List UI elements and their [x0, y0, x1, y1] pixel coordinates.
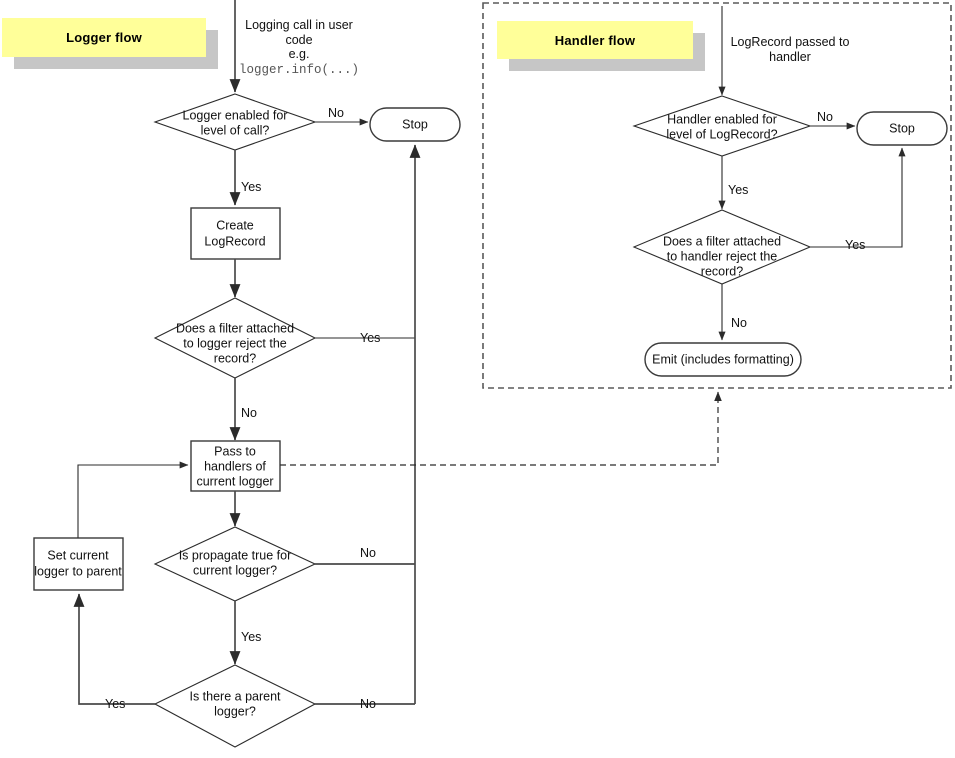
handler-flow-title-label: Handler flow	[554, 32, 636, 48]
edge-label-logger-enabled-no: No	[328, 106, 344, 120]
edge-label-handler-filter-no: No	[731, 316, 747, 330]
node-has-parent-line1: Is there a parent	[189, 689, 281, 703]
node-pass-to-handlers-line2: handlers of	[204, 459, 266, 473]
node-logger-filter-line1: Does a filter attached	[176, 321, 294, 335]
logger-entry-caption-line1: Logging call in user	[245, 18, 353, 32]
node-pass-to-handlers-line3: current logger	[196, 474, 273, 488]
node-logger-filter-line2: to logger reject the	[183, 336, 287, 350]
node-logger-enabled-line1: Logger enabled for	[183, 108, 288, 122]
logger-flow-title: Logger flow	[2, 18, 206, 57]
node-create-logrecord[interactable]	[190, 207, 281, 260]
handler-flow-region	[482, 2, 952, 389]
edge-handler-filter-yes	[810, 147, 906, 248]
node-logger-stop-label: Stop	[402, 117, 428, 131]
edge-set-parent-to-pass	[77, 461, 189, 538]
edge-label-handler-filter-yes: Yes	[845, 238, 865, 252]
node-set-current-logger-parent-line1: Set current	[47, 548, 109, 562]
edge-label-is-propagate-yes: Yes	[241, 630, 261, 644]
edge-has-parent-yes	[73, 593, 155, 705]
node-has-parent-line2: logger?	[214, 704, 256, 718]
node-handler-stop[interactable]	[856, 111, 948, 146]
node-emit-label: Emit (includes formatting)	[652, 352, 794, 366]
logger-entry-caption-line2: code	[285, 33, 312, 47]
edge-label-is-propagate-no: No	[360, 546, 376, 560]
node-pass-to-handlers[interactable]	[190, 440, 281, 492]
edge-label-logger-enabled-yes: Yes	[241, 180, 261, 194]
node-pass-to-handlers-line1: Pass to	[214, 444, 256, 458]
edge-pass-to-handler-flow	[280, 391, 722, 466]
node-emit[interactable]	[644, 342, 802, 377]
node-logger-stop[interactable]	[369, 107, 461, 142]
node-handler-filter-line2: to handler reject the	[667, 249, 778, 263]
logger-flow-title-label: Logger flow	[66, 30, 142, 45]
node-is-propagate-line2: current logger?	[193, 563, 277, 577]
node-handler-filter-line1: Does a filter attached	[663, 234, 781, 248]
node-handler-enabled-line1: Handler enabled for	[667, 112, 777, 126]
logger-entry-caption-code: logger.info(...)	[239, 63, 359, 77]
node-handler-stop-label: Stop	[889, 121, 915, 135]
handler-entry-caption-line2: handler	[769, 50, 811, 64]
node-handler-enabled-line2: level of LogRecord?	[666, 127, 777, 141]
node-logger-enabled-line2: level of call?	[201, 123, 270, 137]
node-set-current-logger-parent[interactable]	[33, 537, 124, 591]
node-set-current-logger-parent-line2: logger to parent	[34, 564, 122, 578]
node-create-logrecord-line1: Create	[216, 218, 254, 232]
node-handler-filter-line3: record?	[701, 264, 743, 278]
edge-label-logger-filter-yes: Yes	[360, 331, 380, 345]
edge-label-handler-enabled-yes: Yes	[728, 183, 748, 197]
edge-label-has-parent-yes: Yes	[105, 697, 125, 711]
edge-label-has-parent-no: No	[360, 697, 376, 711]
node-is-propagate-line1: Is propagate true for	[179, 548, 292, 562]
node-logger-filter-line3: record?	[214, 351, 256, 365]
node-create-logrecord-line2: LogRecord	[204, 234, 265, 248]
edge-label-handler-enabled-no: No	[817, 110, 833, 124]
logger-entry-caption-line3: e.g.	[289, 47, 310, 61]
handler-flow-title: Handler flow	[497, 21, 693, 59]
node-has-parent[interactable]	[153, 664, 317, 748]
edge-label-logger-filter-no: No	[241, 406, 257, 420]
handler-entry-caption-line1: LogRecord passed to	[731, 35, 850, 49]
